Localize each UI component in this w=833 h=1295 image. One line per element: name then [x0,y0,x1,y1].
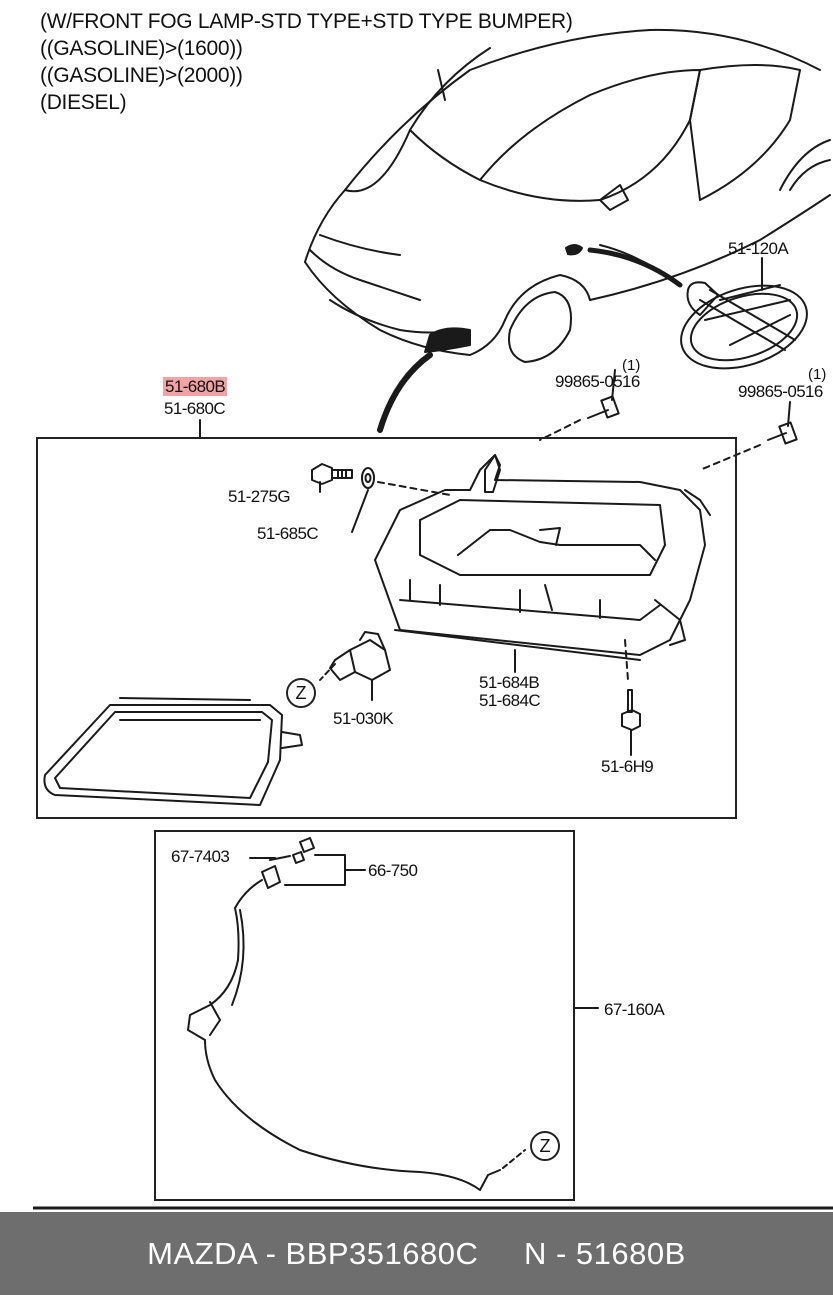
nut [621,689,641,756]
screw-a [587,369,620,419]
part-label[interactable]: 66-750 [368,861,418,880]
applicability-notes: (W/FRONT FOG LAMP-STD TYPE+STD TYPE BUMP… [40,8,573,116]
part-label[interactable]: 51-6H9 [601,757,654,776]
applicability-line: (W/FRONT FOG LAMP-STD TYPE+STD TYPE BUMP… [40,10,573,33]
applicability-line: ((GASOLINE)>(2000)) [40,64,243,87]
part-label[interactable]: 51-685C [257,524,319,543]
footer-ref: N - 51680B [523,1236,686,1271]
part-label[interactable]: 99865-0516 [555,372,640,391]
fog-lamp-bracket [374,454,711,661]
footer-brand: MAZDA [147,1236,257,1271]
footer-part-number: BBP351680C [285,1236,479,1271]
part-label[interactable]: 51-680C [164,399,226,418]
quantity-label: (1) [622,357,641,374]
part-label[interactable]: 67-7403 [171,847,230,866]
part-label-highlighted[interactable]: 51-680B [163,377,228,396]
side-marker-lamp [680,257,808,370]
footer-caption: MAZDA - BBP351680C N - 51680B [147,1236,686,1271]
fog-lamp-lens [43,697,303,806]
harness-box [154,830,575,1201]
part-label[interactable]: 51-030K [333,709,394,728]
part-label[interactable]: 51-120A [728,239,789,258]
part-label[interactable]: 51-275G [228,487,291,506]
parts-diagram-art [33,28,833,1210]
applicability-line: ((GASOLINE)>(1600)) [40,37,243,60]
reference-marker-z: Z [286,678,316,708]
part-label[interactable]: 67-160A [604,1000,665,1019]
screw-b [767,401,798,445]
reference-marker-z: Z [530,1131,560,1161]
part-label[interactable]: 99865-0516 [738,382,823,401]
quantity-label: (1) [808,366,827,383]
wiring-harness [187,837,526,1191]
part-label[interactable]: 51-684C [479,691,541,710]
bulb [319,631,391,701]
part-label[interactable]: 51-684B [479,673,540,692]
applicability-line: (DIESEL) [40,91,127,114]
fog-lamp-assembly-box [36,437,737,819]
part-number-footer: MAZDA - BBP351680C N - 51680B [0,1212,833,1295]
bolt [311,463,353,493]
